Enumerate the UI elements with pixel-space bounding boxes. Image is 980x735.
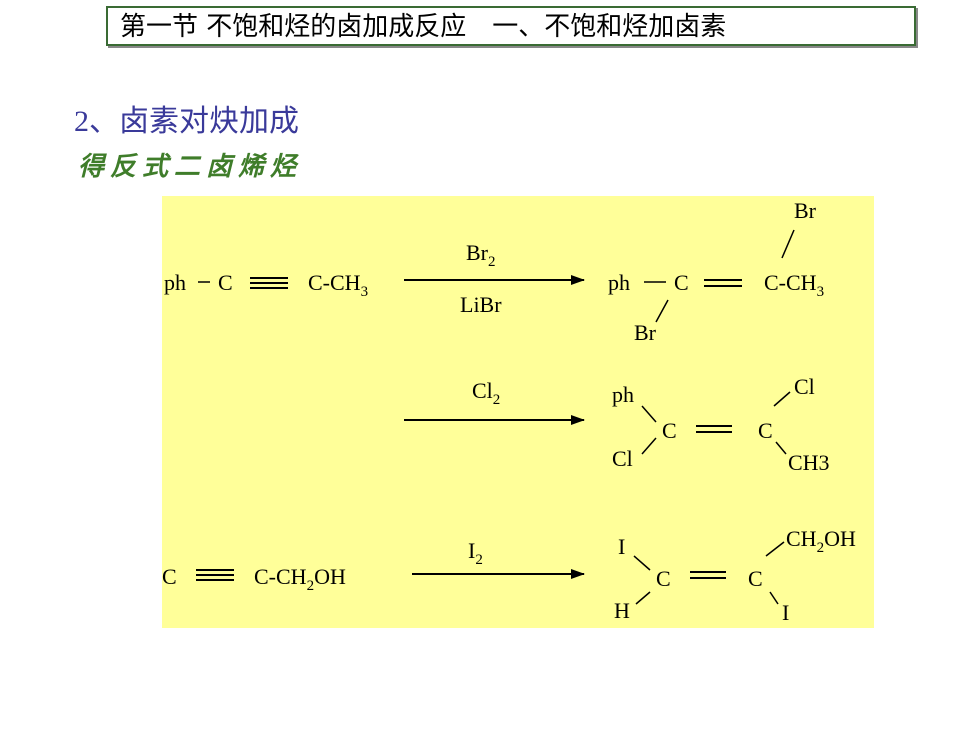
r3-bond-ch2oh [765, 541, 785, 557]
r3-double-bond [690, 571, 726, 579]
r2-product-ch3: CH3 [788, 450, 830, 475]
reaction-2: Cl2 ph Cl C C Cl CH3 [404, 374, 830, 475]
r2-product-cl-right: Cl [794, 374, 815, 399]
r2-bond-ch3 [775, 441, 787, 455]
r3-triple-bond [196, 569, 234, 581]
r3-product-c2: C [748, 566, 763, 591]
r1-bond-bottom [655, 299, 669, 323]
r3-bond-i-right [769, 591, 779, 605]
r1-product-br-top: Br [794, 198, 817, 223]
r3-reagent-above: I2 [468, 538, 483, 568]
reaction-1: ph C C-CH3 Br2 LiBr ph C C-CH3 Br [164, 198, 824, 345]
r2-bond-ph [641, 405, 657, 423]
r3-product-i-right: I [782, 600, 789, 625]
r3-product-h: H [614, 598, 630, 623]
r2-double-bond [696, 425, 732, 433]
r1-reactant-right: C-CH3 [308, 270, 368, 300]
r1-triple-bond [250, 277, 288, 289]
r1-product-right: C-CH3 [764, 270, 824, 300]
r1-reactant-c1: C [218, 270, 233, 295]
r3-product-c1: C [656, 566, 671, 591]
section-heading: 2、卤素对炔加成 [74, 105, 299, 138]
r2-bond-cl-right [773, 391, 791, 407]
r2-product-ph: ph [612, 382, 634, 407]
reaction-diagram: ph C C-CH3 Br2 LiBr ph C C-CH3 Br [162, 198, 856, 625]
r1-product-ph: ph [608, 270, 630, 295]
r1-reactant-ph: ph [164, 270, 186, 295]
r3-product-ch2oh: CH2OH [786, 526, 856, 556]
r1-reagent-above: Br2 [466, 240, 496, 270]
r3-product-i-left: I [618, 534, 625, 559]
r2-product-c1: C [662, 418, 677, 443]
r3-bond-h [635, 591, 651, 605]
title-box: 第一节 不饱和烃的卤加成反应 一、不饱和烃加卤素 [106, 6, 916, 46]
page-title: 第一节 不饱和烃的卤加成反应 一、不饱和烃加卤素 [120, 12, 727, 42]
r2-product-cl-left: Cl [612, 446, 633, 471]
r1-reagent-below: LiBr [460, 292, 502, 317]
r1-product-br-bottom: Br [634, 320, 657, 345]
r2-bond-cl-left [641, 437, 657, 455]
r2-reagent-above: Cl2 [472, 378, 500, 408]
reaction-3: C C-CH2OH I2 I H C C CH2OH I [162, 526, 856, 625]
reaction-panel: ph C C-CH3 Br2 LiBr ph C C-CH3 Br [162, 196, 874, 628]
section-subtitle: 得反式二卤烯烃 [78, 152, 303, 181]
r3-reactant-c: C [162, 564, 177, 589]
r3-reactant-right: C-CH2OH [254, 564, 346, 594]
r1-product-c1: C [674, 270, 689, 295]
r3-bond-i-left [633, 555, 651, 571]
r1-bond-top [781, 229, 795, 259]
r2-product-c2: C [758, 418, 773, 443]
r1-double-bond [704, 279, 742, 287]
